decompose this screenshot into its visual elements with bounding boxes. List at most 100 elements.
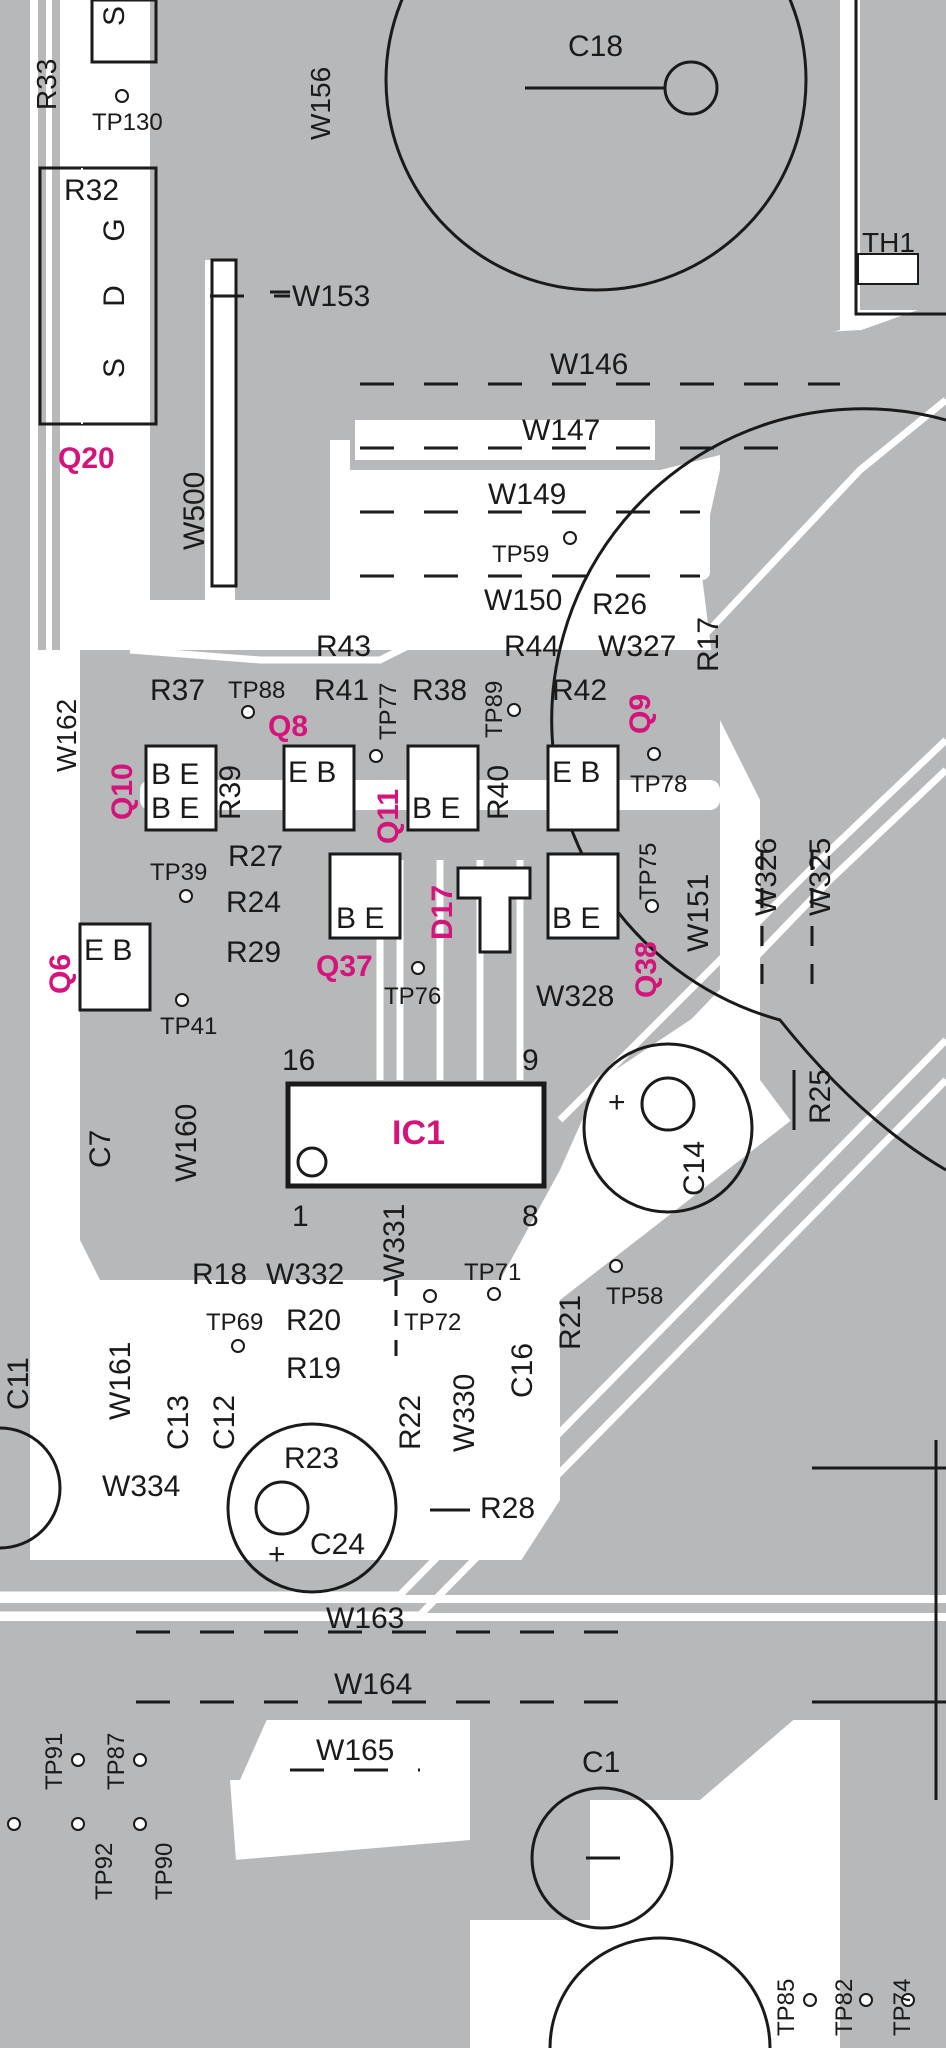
- label-tp130: TP130: [92, 109, 163, 136]
- label-r28: R28: [480, 1492, 535, 1525]
- label-be-q38: B E: [552, 902, 600, 935]
- label-r27: R27: [228, 840, 283, 873]
- label-w325: W325: [804, 838, 837, 916]
- label-w332: W332: [266, 1258, 344, 1291]
- label-w500: W500: [178, 472, 211, 550]
- label-w149: W149: [488, 478, 566, 511]
- label-w331: W331: [378, 1204, 411, 1282]
- label-tp58: TP58: [606, 1283, 663, 1310]
- designator-q6: Q6: [44, 954, 77, 994]
- label-eb-q10: B E: [151, 758, 199, 791]
- label-tp90: TP90: [151, 1843, 178, 1900]
- label-be-q10: B E: [151, 792, 199, 825]
- label-c18: C18: [568, 30, 623, 63]
- label-r42: R42: [552, 674, 607, 707]
- label-r37: R37: [150, 674, 205, 707]
- label-r38: R38: [412, 674, 467, 707]
- label-c24: C24: [310, 1528, 365, 1561]
- label-pin8: 8: [522, 1200, 539, 1233]
- label-w160: W160: [170, 1104, 203, 1182]
- label-r20: R20: [286, 1304, 341, 1337]
- label-r24: R24: [226, 886, 281, 919]
- label-r23: R23: [284, 1442, 339, 1475]
- label-tp87: TP87: [103, 1733, 130, 1790]
- label-r17: R17: [692, 617, 725, 672]
- label-r18: R18: [192, 1258, 247, 1291]
- designator-q10: Q10: [106, 763, 139, 820]
- label-tp39: TP39: [150, 859, 207, 886]
- label-w147: W147: [522, 414, 600, 447]
- label-tp74: TP74: [889, 1979, 916, 2036]
- label-w156: W156: [305, 67, 336, 140]
- labels: S R33 TP130 W156 C18 R32 G D S W153 TH1 …: [2, 6, 916, 2036]
- label-eb-q8: E B: [288, 756, 336, 789]
- label-eb-q9: E B: [552, 756, 600, 789]
- label-tp91: TP91: [41, 1733, 68, 1790]
- label-tp78: TP78: [630, 771, 687, 798]
- label-w330: W330: [448, 1374, 481, 1452]
- label-c7: C7: [84, 1130, 117, 1168]
- label-g: G: [98, 218, 131, 241]
- label-w161: W161: [104, 1342, 137, 1420]
- label-r41: R41: [314, 674, 369, 707]
- label-be-q37: B E: [336, 902, 384, 935]
- designator-q37: Q37: [316, 950, 373, 983]
- label-s: S: [98, 358, 131, 378]
- label-r21: R21: [554, 1295, 587, 1350]
- label-r32: R32: [64, 174, 119, 207]
- label-s-top: S: [98, 6, 131, 26]
- label-tp71: TP71: [464, 1259, 521, 1286]
- label-be-q11: B E: [412, 792, 460, 825]
- label-tp82: TP82: [831, 1979, 858, 2036]
- label-w162: W162: [51, 699, 82, 772]
- label-r33: R33: [31, 59, 62, 110]
- label-tp41: TP41: [160, 1013, 217, 1040]
- label-r25: R25: [804, 1069, 837, 1124]
- label-tp85: TP85: [773, 1979, 800, 2036]
- label-w150: W150: [484, 584, 562, 617]
- label-eb-q6: E B: [84, 934, 132, 967]
- label-d: D: [98, 285, 131, 307]
- label-tp92: TP92: [91, 1843, 118, 1900]
- label-w163: W163: [326, 1602, 404, 1635]
- label-c24-plus: +: [268, 1538, 286, 1571]
- label-c12: C12: [208, 1395, 241, 1450]
- label-c14: C14: [678, 1141, 711, 1196]
- label-c11: C11: [2, 1357, 35, 1410]
- label-c16: C16: [506, 1343, 539, 1398]
- designator-q20: Q20: [58, 442, 115, 475]
- label-w334: W334: [102, 1470, 180, 1503]
- label-r44: R44: [504, 630, 559, 663]
- label-w164: W164: [334, 1668, 412, 1701]
- label-r39: R39: [214, 765, 247, 820]
- label-c13: C13: [162, 1395, 195, 1450]
- label-c1: C1: [582, 1746, 620, 1779]
- designator-q11: Q11: [372, 789, 405, 844]
- label-c14-plus: +: [608, 1086, 626, 1119]
- label-tp88: TP88: [228, 677, 285, 704]
- designator-q38: Q38: [630, 941, 663, 998]
- label-w165: W165: [316, 1734, 394, 1767]
- label-pin16: 16: [282, 1044, 315, 1077]
- label-w153: W153: [292, 280, 370, 313]
- jumper-dashes: [136, 294, 840, 1772]
- label-w146: W146: [550, 348, 628, 381]
- label-w328: W328: [536, 980, 614, 1013]
- label-tp69: TP69: [206, 1309, 263, 1336]
- label-tp77: TP77: [375, 683, 402, 740]
- test-points: [7, 89, 915, 2007]
- label-pin9: 9: [522, 1044, 539, 1077]
- designator-q9: Q9: [624, 694, 657, 734]
- label-tp75: TP75: [635, 843, 662, 900]
- label-pin1: 1: [292, 1200, 309, 1233]
- label-r19: R19: [286, 1352, 341, 1385]
- label-tp59: TP59: [492, 541, 549, 568]
- ref-designators: Q20 Q8 Q9 Q10 Q11 D17 Q37 Q38 Q6 IC1: [44, 442, 663, 1152]
- label-r22: R22: [394, 1395, 427, 1450]
- label-r43: R43: [316, 630, 371, 663]
- label-w151: W151: [682, 874, 715, 952]
